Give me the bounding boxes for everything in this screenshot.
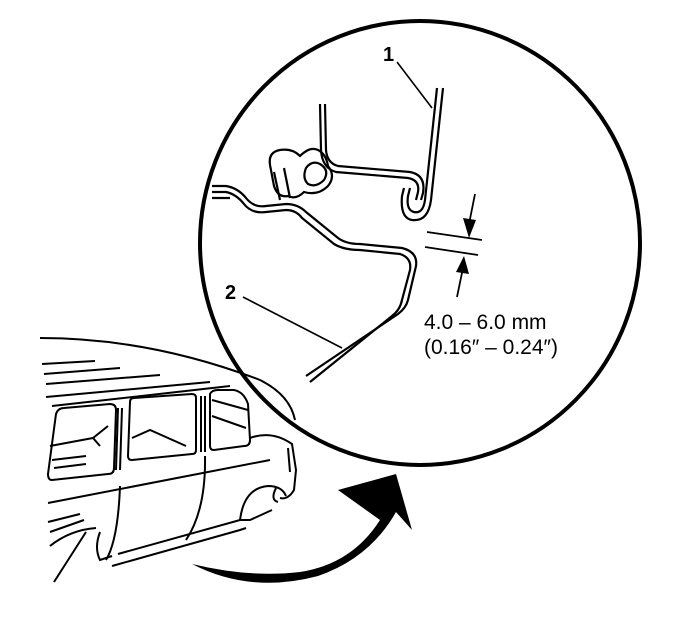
detail-magnifier-circle [198, 19, 642, 467]
dimension-arrows [424, 193, 483, 298]
dimension-metric: 4.0 – 6.0 mm [424, 311, 547, 334]
callout-1: 1 [383, 44, 395, 66]
callout-2: 2 [225, 282, 237, 304]
van-body-outline [39, 337, 298, 583]
dimension-imperial: (0.16″ – 0.24″) [424, 336, 558, 359]
panel-2 [212, 184, 418, 383]
panel-1 [400, 87, 445, 222]
inner-structure [268, 103, 425, 201]
callout-2-leader [242, 296, 343, 349]
callout-1-leader [396, 61, 433, 109]
curved-arrow [192, 474, 412, 583]
